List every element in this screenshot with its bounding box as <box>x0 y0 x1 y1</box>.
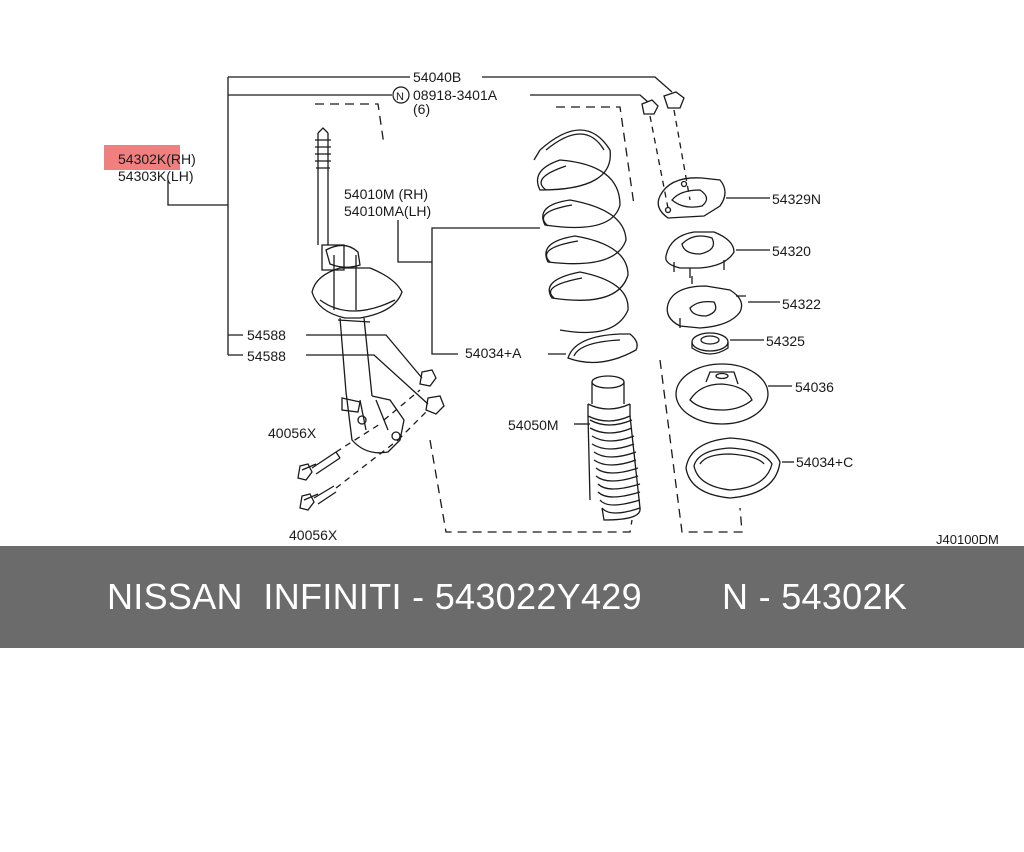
label-qty6: (6) <box>413 101 430 117</box>
label-40056x-lower: 40056X <box>289 527 338 543</box>
label-54588-upper: 54588 <box>247 327 286 343</box>
rubber-seat-54034c <box>685 437 781 499</box>
nut-axis-top <box>649 109 691 209</box>
label-54010m: 54010M (RH) <box>344 186 428 202</box>
bearing-54325 <box>691 332 729 355</box>
label-40056x-upper: 40056X <box>268 425 317 441</box>
leader-54010m <box>397 220 540 355</box>
bolt-axis <box>335 423 399 489</box>
bolt-lower <box>299 485 337 511</box>
label-54034c: 54034+C <box>796 454 853 470</box>
label-ref-code: J40100DM <box>936 532 999 547</box>
label-54040b: 54040B <box>413 69 461 85</box>
nut-axis <box>383 389 429 441</box>
label-54329n: 54329N <box>772 191 821 207</box>
coil-group-outline <box>556 106 635 206</box>
leader-08918 <box>530 94 649 103</box>
strut-rod <box>315 127 345 271</box>
diagram-canvas: 54040B N 08918-3401A (6) 54302K(RH) 5430… <box>104 69 999 547</box>
label-54010ma: 54010MA(LH) <box>344 203 431 219</box>
label-54325: 54325 <box>766 333 805 349</box>
label-08918: 08918-3401A <box>413 87 498 103</box>
nut-top-2 <box>641 99 659 115</box>
nut-54588-upper <box>419 369 437 387</box>
label-54302k: 54302K(RH) <box>118 151 196 167</box>
spring-seat-54036 <box>675 363 769 425</box>
label-54322: 54322 <box>782 296 821 312</box>
n-mark-circle <box>392 86 410 104</box>
mount-54320 <box>665 231 735 278</box>
strut-body <box>311 244 405 454</box>
label-54034a: 54034+A <box>465 345 522 361</box>
spring-seat-54034a <box>567 333 638 364</box>
strut-group-outline <box>315 103 385 146</box>
part-number-text: NISSAN INFINITI - 543022Y429 <box>107 576 642 617</box>
part-info-banner: NISSAN INFINITI - 543022Y429 N - 54302K <box>0 546 1024 648</box>
label-54588-lower: 54588 <box>247 348 286 364</box>
washer-54329n <box>657 177 726 219</box>
label-54303k: 54303K(LH) <box>118 168 194 184</box>
nut-54588-lower <box>425 395 445 415</box>
lower-group-outline <box>429 439 633 533</box>
coil-spring <box>533 129 629 334</box>
label-n-mark: N <box>396 91 404 103</box>
selected-part-highlight <box>104 145 180 170</box>
label-54050m: 54050M <box>508 417 559 433</box>
leader-54040b <box>482 76 673 93</box>
nut-top-1 <box>663 91 685 109</box>
mount-group-outline <box>659 359 743 533</box>
bump-boot <box>587 375 641 521</box>
label-54320: 54320 <box>772 243 811 259</box>
bolt-upper <box>297 451 341 481</box>
parts-diagram: 54040B N 08918-3401A (6) 54302K(RH) 5430… <box>104 69 999 547</box>
leader-54588 <box>306 334 429 405</box>
leader-bracket <box>167 76 410 356</box>
labels-group: 54040B N 08918-3401A (6) 54302K(RH) 5430… <box>118 69 999 547</box>
label-54036: 54036 <box>795 379 834 395</box>
plate-54322 <box>666 276 746 329</box>
part-code-text: N - 54302K <box>722 576 908 617</box>
